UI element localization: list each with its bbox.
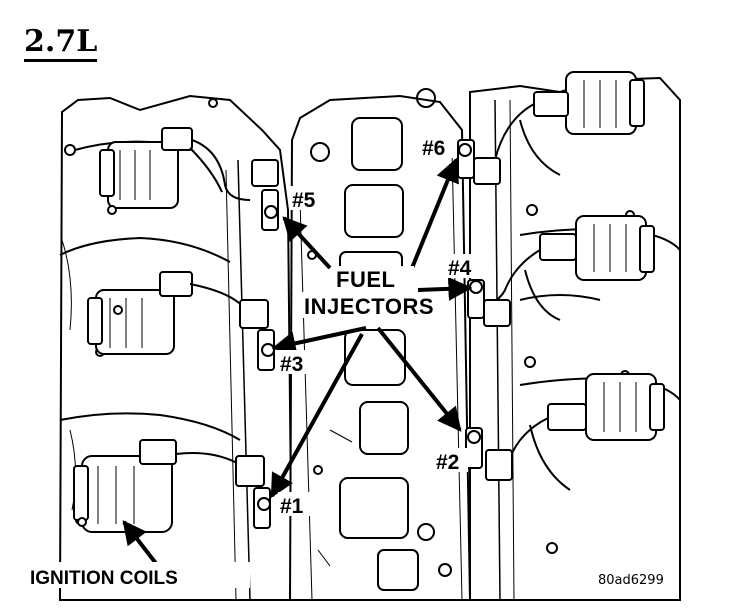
label-injector-5: #5 xyxy=(292,189,316,212)
arrow-to-injector-5 xyxy=(282,216,332,270)
arrow-to-injector-2 xyxy=(376,326,462,432)
ignition-coil-left-bottom xyxy=(73,439,177,533)
label-injector-2: #2 xyxy=(436,451,459,474)
injector-arrows xyxy=(122,157,473,568)
label-injector-4: #4 xyxy=(448,257,472,280)
ignition-coil-left-middle xyxy=(87,271,193,355)
arrow-to-ignition-coils xyxy=(122,520,160,568)
intake-manifold xyxy=(288,88,472,601)
fuel-injector-1 xyxy=(235,455,271,529)
engine-label: 2.7L xyxy=(24,26,98,62)
right-cylinder-head xyxy=(469,76,681,601)
label-injector-1: #1 xyxy=(280,495,304,518)
label-injector-6: #6 xyxy=(422,137,445,160)
label-ignition-coils: IGNITION COILS xyxy=(30,568,178,589)
label-injector-3: #3 xyxy=(280,353,303,376)
arrow-to-injector-6 xyxy=(410,157,459,269)
fuel-injector-3 xyxy=(239,299,275,371)
fuel-injector-5 xyxy=(251,159,279,231)
ignition-coil-right-top xyxy=(533,71,645,135)
arrow-to-injector-4 xyxy=(417,276,473,301)
arrow-to-injector-1 xyxy=(270,333,364,499)
figure-code: 80ad6299 xyxy=(598,573,664,588)
label-injectors: INJECTORS xyxy=(304,294,434,319)
arrow-to-injector-3 xyxy=(271,326,367,356)
label-fuel: FUEL xyxy=(336,267,395,292)
ignition-coil-right-middle xyxy=(539,215,655,281)
ignition-coil-left-top xyxy=(99,127,193,215)
ignition-coil-right-bottom xyxy=(547,373,665,441)
fuel-injector-4 xyxy=(467,279,511,327)
